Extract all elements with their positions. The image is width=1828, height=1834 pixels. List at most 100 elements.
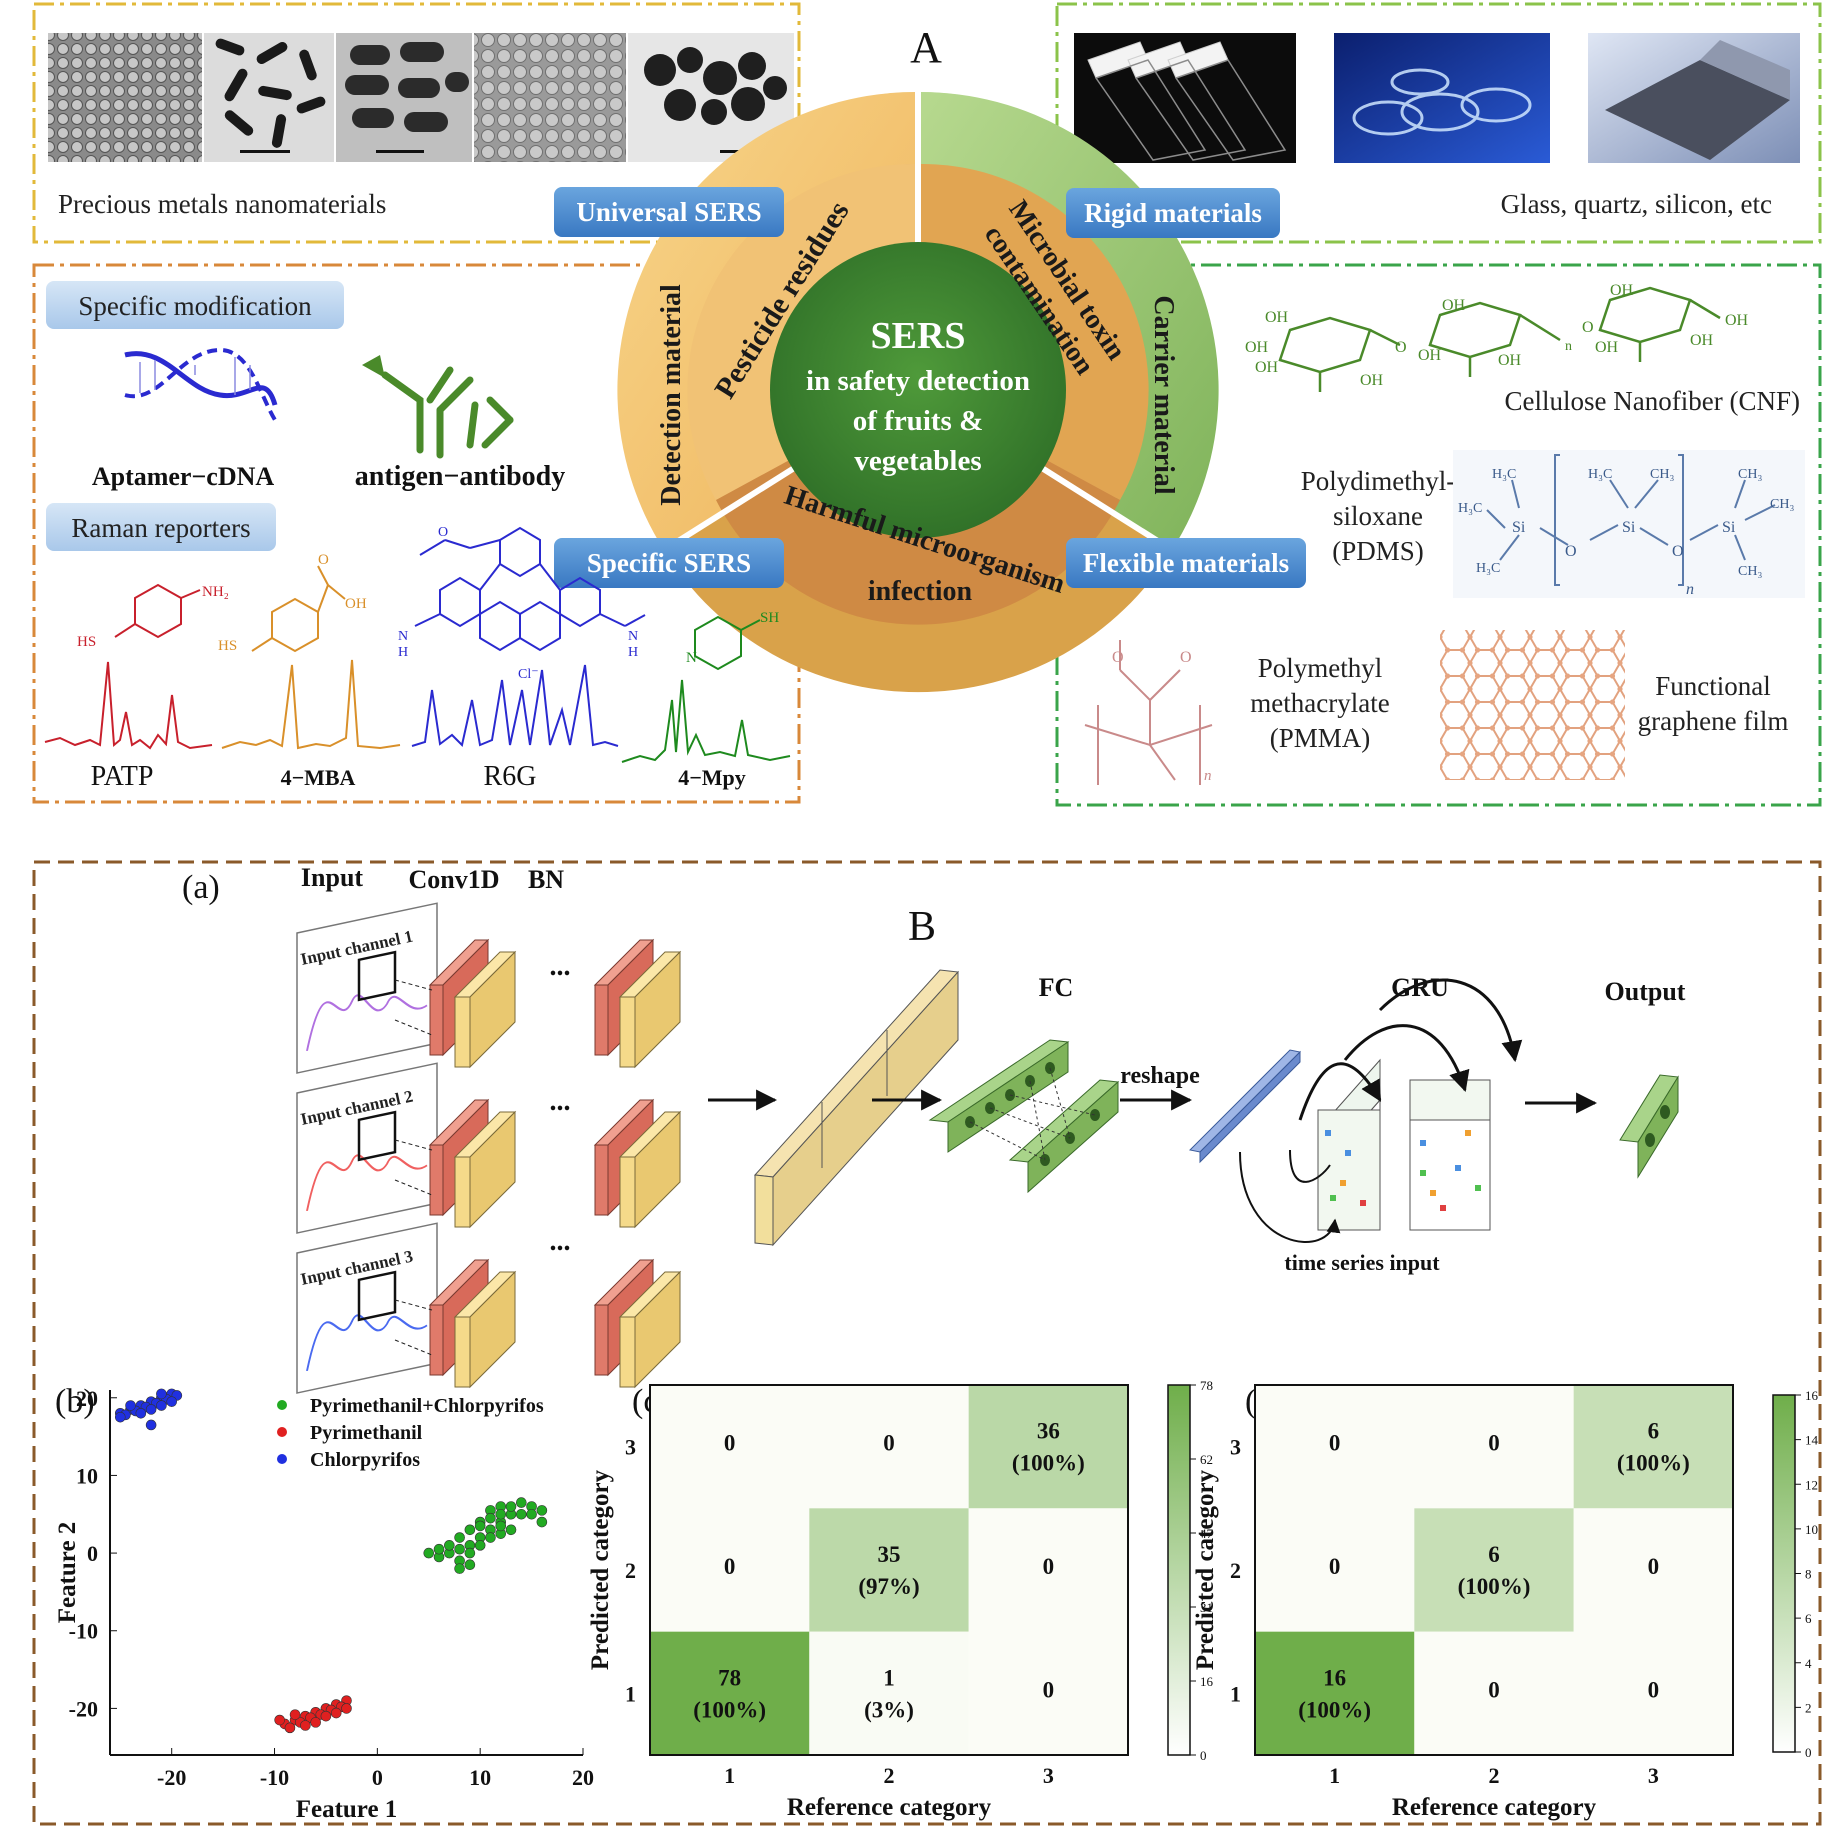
heatmap-x-tick-label: 1 [1329, 1763, 1340, 1788]
scatter-point [156, 1400, 167, 1411]
spectrum-r6g [411, 664, 619, 747]
ellipsis-1: ... [550, 951, 571, 982]
scatter-x-label: Feature 1 [296, 1796, 398, 1823]
scatter-point [505, 1501, 517, 1512]
scatter-point [464, 1547, 476, 1559]
heatmap-cell [650, 1631, 810, 1755]
antibody-icon [362, 355, 514, 459]
legend-marker [277, 1427, 287, 1437]
heatmap-cell-percent: (100%) [1298, 1697, 1371, 1722]
scatter-point [166, 1396, 177, 1407]
center-subtitle-2: of fruits & [853, 405, 983, 437]
nano-image-4 [474, 33, 626, 162]
conv-block-front [429, 1144, 444, 1216]
r6g-n-right: N [628, 629, 638, 644]
input-channel-panels [296, 902, 438, 1394]
heatmap-cell-value: 0 [1329, 1554, 1341, 1579]
scatter-point [145, 1419, 157, 1431]
colorbar-tick-label: 12 [1805, 1477, 1818, 1492]
scatter-point [444, 1540, 455, 1551]
raman-spectra [44, 659, 791, 763]
colorbar-tick-label: 14 [1805, 1433, 1819, 1448]
scatter-x-tick-label: 10 [469, 1765, 491, 1790]
scatter-point [135, 1407, 147, 1419]
pdms-ch3-3: CH₃ [1770, 497, 1794, 512]
pdms-line-3: (PDMS) [1332, 536, 1424, 566]
heatmap-cell [1414, 1385, 1574, 1509]
silicon-wafer-image [1588, 33, 1800, 163]
r6g-h-left: H [398, 645, 408, 660]
pdms-n: n [1686, 581, 1694, 598]
nano-images [48, 33, 794, 162]
pdms-h3c-3: H₃C [1476, 561, 1500, 576]
scatter-point [423, 1547, 435, 1559]
heatmap-y-tick-label: 2 [1230, 1558, 1241, 1583]
specific-modification-badge: Specific modification [46, 281, 344, 329]
heatmap-x-tick-label: 3 [1648, 1763, 1659, 1788]
heatmap-cell [968, 1508, 1128, 1632]
heatmap-cell [809, 1385, 969, 1509]
conv-blocks [394, 938, 682, 1389]
reporter-r6g: R6G [484, 761, 537, 792]
cnf-caption: Cellulose Nanofiber (CNF) [1505, 386, 1800, 416]
bn-block-front [454, 1156, 471, 1228]
scatter-y-tick-label: 20 [76, 1386, 98, 1411]
bn-block-side [634, 1270, 681, 1389]
cnf-oh-3: OH [1255, 359, 1279, 376]
heatmap-cell-value: 0 [1648, 1677, 1660, 1702]
conv-bn-block [428, 1258, 517, 1389]
pdms-o-2: O [1672, 543, 1684, 560]
scatter-point [495, 1520, 507, 1532]
heatmap-cell [650, 1385, 810, 1509]
scatter-point [485, 1512, 496, 1524]
specific-sers-badge: Specific SERS [554, 538, 784, 588]
heatmap-x-tick-label: 3 [1043, 1763, 1054, 1788]
header-fc: FC [1039, 973, 1074, 1002]
heatmap-cell [1255, 1631, 1415, 1755]
center-subtitle-1: in safety detection [806, 365, 1030, 397]
bn-block-front [619, 996, 636, 1068]
heatmap-cell [650, 1508, 810, 1632]
cnf-ho-6: OH [1418, 347, 1442, 364]
scatter-point [145, 1404, 157, 1415]
colorbar-tick-label: 4 [1805, 1656, 1812, 1671]
quartz-rings-image [1334, 33, 1550, 163]
heatmap-cell-value: 0 [1329, 1431, 1341, 1456]
scatter-point [474, 1520, 486, 1532]
header-gru: GRU [1391, 973, 1449, 1002]
ring-detection: Detection material [656, 284, 687, 506]
scatter-point [464, 1524, 476, 1536]
colorbar-tick-label: 8 [1805, 1567, 1812, 1582]
heatmap-y-tick-label: 3 [625, 1435, 636, 1460]
scatter-point [516, 1497, 527, 1508]
conv-bn-block [428, 938, 517, 1069]
cnf-ho-5: OH [1442, 297, 1466, 314]
mba-structure: O OH HS [218, 552, 367, 654]
scatter-point [464, 1559, 476, 1571]
center-subtitle-3: vegetables [854, 445, 981, 477]
cnf-o-1: O [1395, 339, 1407, 356]
legend-label: Pyrimethanil+Chlorpyrifos [310, 1395, 544, 1417]
heatmap-y-tick-label: 1 [625, 1681, 636, 1706]
ellipsis-3: ... [550, 1226, 571, 1257]
cnf-o-2: O [1582, 319, 1594, 336]
scatter-y-tick-label: -20 [69, 1696, 98, 1721]
heatmap-cell [809, 1508, 969, 1632]
heatmap-cell [809, 1631, 969, 1755]
heatmap-cell-percent: (100%) [1012, 1451, 1085, 1476]
colorbar-tick-label: 78 [1200, 1378, 1213, 1393]
reporter-mba: 4−MBA [281, 765, 356, 790]
conv-bn-block [428, 1098, 517, 1229]
mpy-sh: SH [760, 610, 779, 626]
scatter-point [300, 1720, 311, 1731]
colorbar-tick-label: 47 [1200, 1526, 1214, 1541]
cnf-ho-8: OH [1610, 282, 1634, 299]
pmma-structure: O O n [1084, 640, 1213, 785]
cnf-oh-11: OH [1690, 332, 1714, 349]
aptamer-label: Aptamer−cDNA [92, 462, 275, 491]
raman-reporters-badge: Raman reporters [46, 503, 276, 551]
pdms-si-2: Si [1622, 519, 1636, 536]
pmma-line-2: methacrylate [1250, 688, 1389, 718]
heatmap-cell-value: 0 [724, 1431, 736, 1456]
